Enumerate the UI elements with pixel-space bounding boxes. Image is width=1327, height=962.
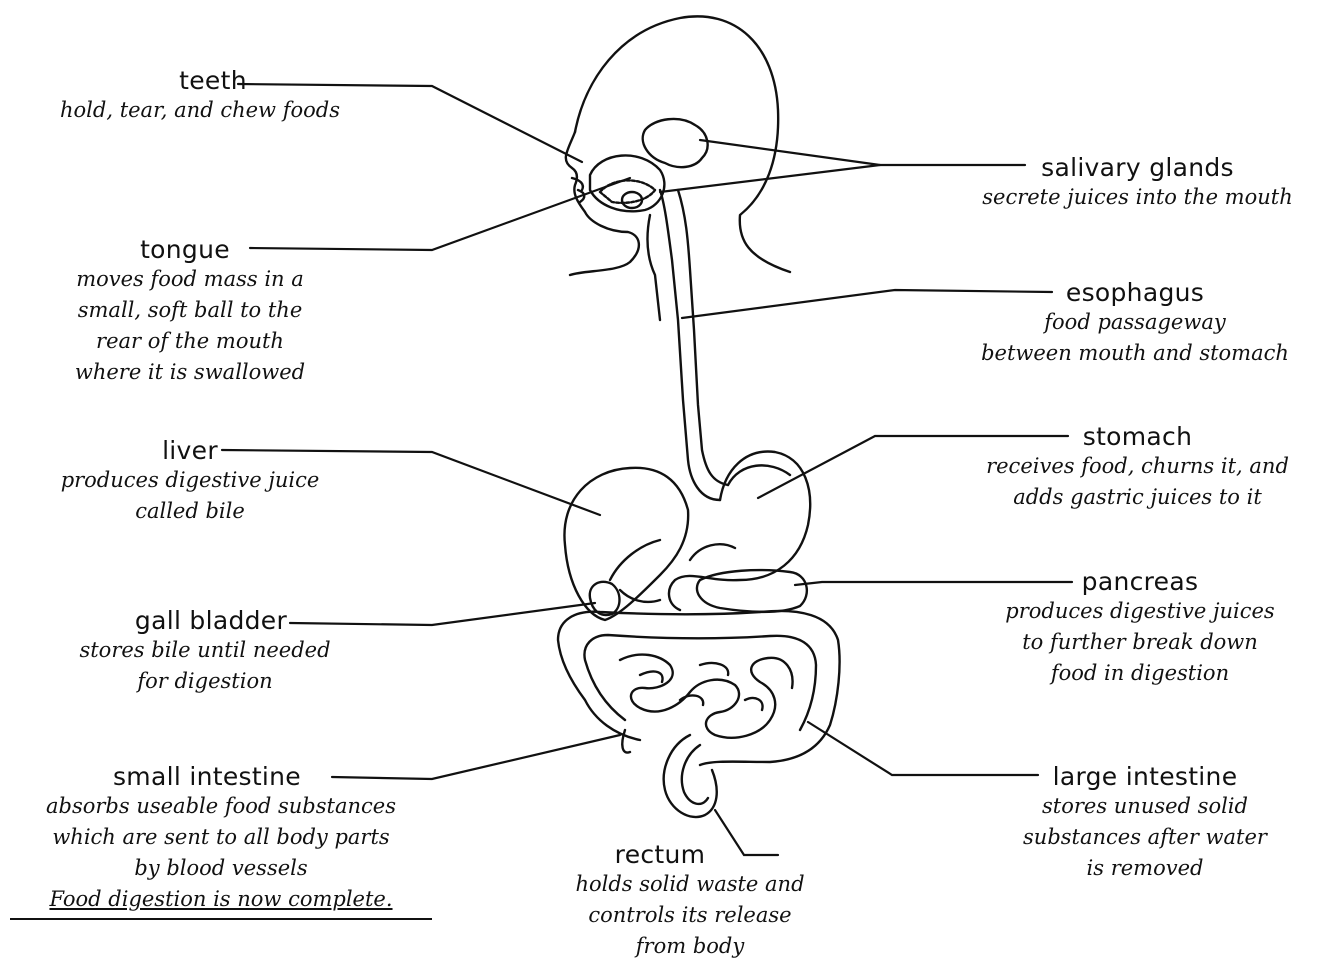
teeth-desc: hold, tear, and chew foods bbox=[20, 95, 380, 126]
stomach-desc-2: adds gastric juices to it bbox=[955, 482, 1320, 513]
tongue-desc-3: rear of the mouth bbox=[30, 326, 350, 357]
small-intestine-name: small intestine bbox=[6, 762, 436, 791]
large-intestine-desc-3: is removed bbox=[985, 853, 1305, 884]
appendix bbox=[622, 730, 630, 753]
pancreas-desc-2: to further break down bbox=[970, 627, 1310, 658]
large-intestine-name: large intestine bbox=[985, 762, 1305, 791]
esophagus-desc-1: food passageway bbox=[950, 307, 1320, 338]
gall-bladder-desc-1: stores bile until needed bbox=[40, 635, 370, 666]
label-teeth: teeth hold, tear, and chew foods bbox=[20, 66, 380, 126]
small-intestine-conclusion: Food digestion is now complete. bbox=[6, 884, 436, 915]
large-intestine-desc-1: stores unused solid bbox=[985, 791, 1305, 822]
gall-bladder-shape bbox=[590, 582, 620, 615]
liver-desc-1: produces digestive juice bbox=[30, 465, 350, 496]
pancreas-name: pancreas bbox=[970, 567, 1310, 596]
large-intestine-desc-2: substances after water bbox=[985, 822, 1305, 853]
rectum-inner bbox=[682, 745, 708, 804]
rectum-name: rectum bbox=[530, 840, 850, 869]
liver-name: liver bbox=[30, 436, 350, 465]
esophagus-tube bbox=[660, 190, 720, 500]
salivary-glands-desc: secrete juices into the mouth bbox=[955, 182, 1320, 213]
label-rectum: rectum holds solid waste and controls it… bbox=[530, 840, 850, 962]
small-intestine-desc-2: which are sent to all body parts bbox=[6, 822, 436, 853]
label-liver: liver produces digestive juice called bi… bbox=[30, 436, 350, 527]
label-salivary-glands: salivary glands secrete juices into the … bbox=[955, 153, 1320, 213]
small-intestine-desc-3: by blood vessels bbox=[6, 853, 436, 884]
small-intestine-coils bbox=[620, 655, 793, 738]
label-pancreas: pancreas produces digestive juices to fu… bbox=[970, 567, 1310, 689]
label-small-intestine: small intestine absorbs useable food sub… bbox=[6, 762, 436, 915]
label-large-intestine: large intestine stores unused solid subs… bbox=[985, 762, 1305, 884]
stomach-name: stomach bbox=[955, 422, 1320, 451]
gall-bladder-name: gall bladder bbox=[40, 606, 370, 635]
pancreas-desc-1: produces digestive juices bbox=[970, 596, 1310, 627]
gall-bladder-desc-2: for digestion bbox=[40, 666, 370, 697]
tongue-desc-4: where it is swallowed bbox=[30, 357, 350, 388]
salivary-glands-name: salivary glands bbox=[955, 153, 1320, 182]
stomach-inner bbox=[690, 465, 790, 560]
rectum-shape bbox=[664, 735, 717, 817]
stomach-desc-1: receives food, churns it, and bbox=[955, 451, 1320, 482]
pancreas-desc-3: food in digestion bbox=[970, 658, 1310, 689]
rectum-desc-2: controls its release bbox=[530, 900, 850, 931]
liver-desc-2: called bile bbox=[30, 496, 350, 527]
label-tongue: tongue moves food mass in a small, soft … bbox=[30, 235, 350, 388]
pharynx bbox=[648, 215, 660, 320]
rectum-desc-3: from body bbox=[530, 931, 850, 962]
small-intestine-desc-1: absorbs useable food substances bbox=[6, 791, 436, 822]
salivary-gland-shape bbox=[643, 119, 708, 167]
tongue-desc-2: small, soft ball to the bbox=[30, 295, 350, 326]
label-stomach: stomach receives food, churns it, and ad… bbox=[955, 422, 1320, 513]
teeth-name: teeth bbox=[20, 66, 380, 95]
label-esophagus: esophagus food passageway between mouth … bbox=[950, 278, 1320, 369]
head-outline bbox=[575, 16, 790, 272]
tongue-desc-1: moves food mass in a bbox=[30, 264, 350, 295]
label-gall-bladder: gall bladder stores bile until needed fo… bbox=[40, 606, 370, 697]
tongue-name: tongue bbox=[30, 235, 350, 264]
esophagus-name: esophagus bbox=[950, 278, 1320, 307]
large-intestine-shape bbox=[558, 611, 840, 765]
rectum-desc-1: holds solid waste and bbox=[530, 869, 850, 900]
pancreas-shape bbox=[697, 570, 807, 612]
esophagus-desc-2: between mouth and stomach bbox=[950, 338, 1320, 369]
